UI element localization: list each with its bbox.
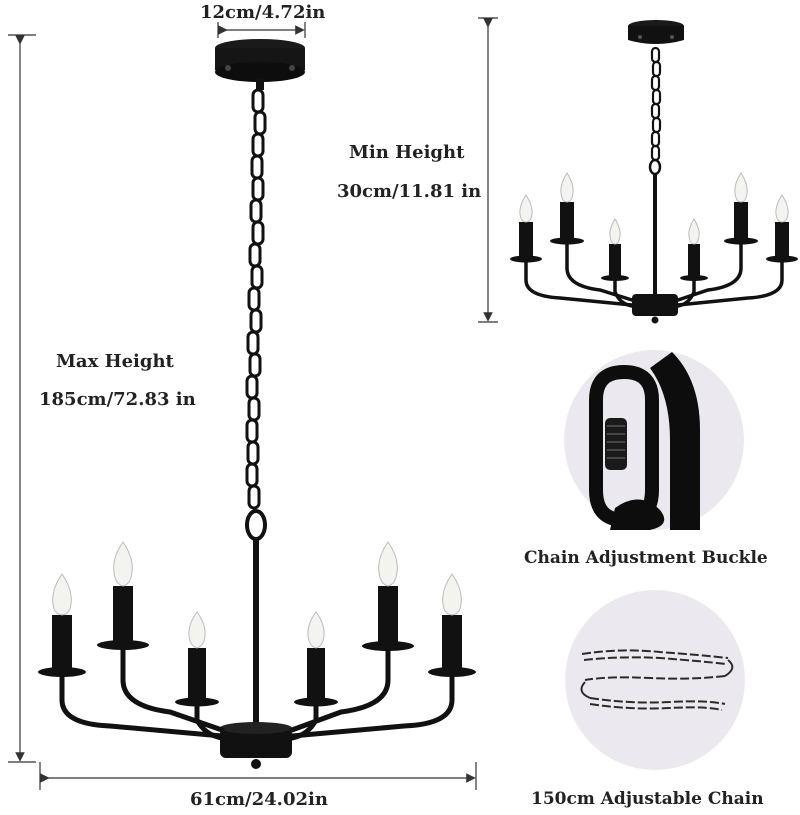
chain-detail-image — [565, 590, 745, 770]
max-height-label: Max Height — [56, 351, 174, 372]
buckle-caption: Chain Adjustment Buckle — [524, 548, 768, 568]
large-chandelier — [38, 39, 476, 769]
min-height-dimension-line — [478, 17, 498, 323]
buckle-detail-image — [564, 350, 744, 530]
width-dimension-line — [39, 762, 477, 790]
width-label: 61cm/24.02in — [190, 789, 328, 810]
canopy-dimension-line — [217, 22, 306, 38]
min-height-label: Min Height — [349, 142, 465, 163]
chain-caption: 150cm Adjustable Chain — [531, 789, 764, 809]
small-bulbs — [519, 172, 789, 245]
max-height-value: 185cm/72.83 in — [39, 389, 196, 410]
max-height-dimension-line — [8, 34, 36, 763]
bulbs — [52, 541, 462, 649]
small-chandelier — [510, 20, 798, 324]
canopy-width-label: 12cm/4.72in — [200, 2, 326, 23]
min-height-value: 30cm/11.81 in — [337, 181, 482, 202]
